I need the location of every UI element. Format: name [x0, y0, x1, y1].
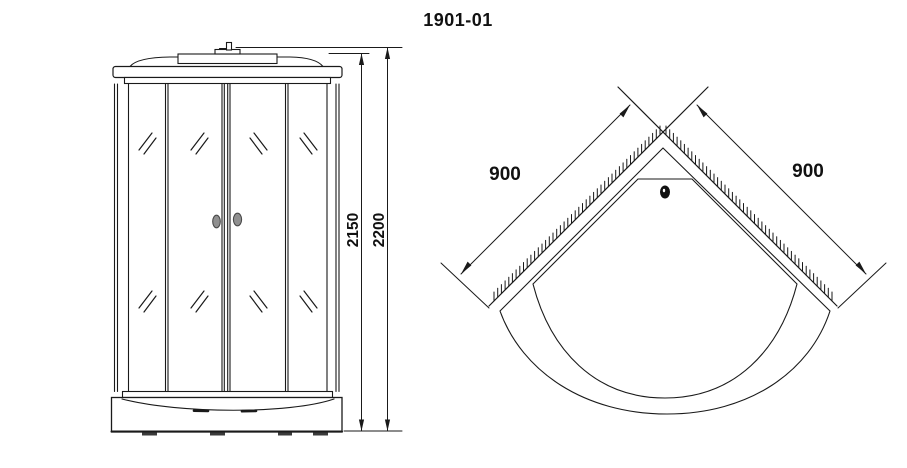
front-elevation — [110, 41, 403, 436]
glass-reflection-marks — [138, 132, 318, 313]
model-number-title: 1901-01 — [423, 10, 493, 30]
canopy-slab — [112, 65, 343, 79]
door-handle-right — [232, 212, 243, 227]
canopy-lip — [123, 76, 332, 85]
frame-verticals — [113, 83, 340, 393]
dimension-label-2150: 2150 — [345, 212, 362, 248]
wall-hatching-left — [493, 125, 661, 302]
ext-line-left-end — [440, 262, 490, 309]
vent-stem — [225, 41, 233, 51]
ext-line-right-end — [837, 262, 887, 309]
tray-body — [110, 396, 343, 433]
dimension-label-2200: 2200 — [371, 212, 388, 248]
drain-dot — [660, 185, 670, 199]
dim-arrowheads — [461, 105, 866, 274]
door-handle-left — [212, 214, 221, 229]
wall-hatching-right — [665, 125, 833, 302]
tray-lip — [121, 390, 334, 399]
tray-front-curve — [121, 398, 335, 411]
dim-line-900-left — [460, 104, 631, 275]
tray-feet — [142, 432, 328, 436]
dimension-label-900-left: 900 — [489, 164, 521, 185]
tray-outer-edge — [499, 147, 831, 415]
dim-line-900-right — [696, 104, 867, 275]
plan-view — [440, 86, 887, 415]
plan-dimensions — [440, 104, 887, 309]
dim-arrowheads — [358, 47, 391, 431]
roof-platform — [177, 53, 278, 65]
drain-dot-center — [662, 188, 666, 193]
wall-right — [617, 86, 838, 307]
wall-left — [488, 86, 709, 307]
tray-inner-rim — [532, 178, 798, 399]
front-dimensions — [235, 47, 403, 432]
dimension-label-900-right: 900 — [792, 161, 824, 182]
